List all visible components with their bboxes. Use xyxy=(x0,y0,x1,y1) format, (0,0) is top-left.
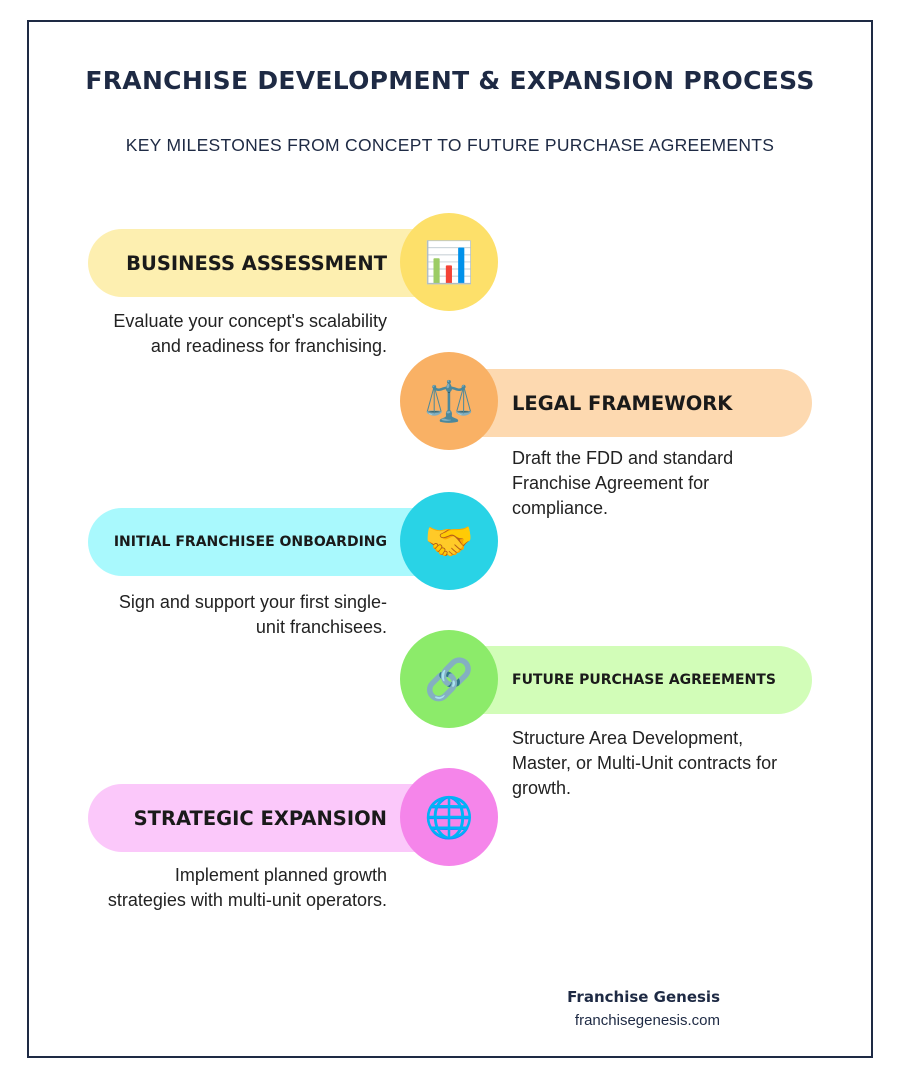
bar-chart-icon: 📊 xyxy=(400,213,498,311)
step-pill-legal-framework: LEGAL FRAMEWORK xyxy=(450,369,812,437)
step-description: Implement planned growth strategies with… xyxy=(107,865,387,910)
step-description: Draft the FDD and standard Franchise Agr… xyxy=(512,448,734,518)
step-label: LEGAL FRAMEWORK xyxy=(512,391,733,415)
step-pill-initial-franchisee-onboarding: INITIAL FRANCHISEE ONBOARDING xyxy=(88,508,448,576)
handshake-icon: 🤝 xyxy=(400,492,498,590)
step-description: Evaluate your concept's scalability and … xyxy=(113,311,387,356)
page-subtitle: KEY MILESTONES FROM CONCEPT TO FUTURE PU… xyxy=(125,135,775,155)
step-label: FUTURE PURCHASE AGREEMENTS xyxy=(512,672,776,688)
page-title: FRANCHISE DEVELOPMENT & EXPANSION PROCES… xyxy=(85,66,815,95)
step-pill-strategic-expansion: STRATEGIC EXPANSION xyxy=(88,784,448,852)
step-label: BUSINESS ASSESSMENT xyxy=(126,251,387,275)
step-label: INITIAL FRANCHISEE ONBOARDING xyxy=(113,534,387,550)
footer-brand: Franchise Genesis xyxy=(567,988,720,1006)
step-pill-business-assessment: BUSINESS ASSESSMENT xyxy=(88,229,448,297)
step-description: Sign and support your first single-unit … xyxy=(118,592,387,637)
chain-link-icon: 🔗 xyxy=(400,630,498,728)
step-description: Structure Area Development, Master, or M… xyxy=(512,728,778,798)
balance-scale-icon: ⚖️ xyxy=(400,352,498,450)
globe-icon: 🌐 xyxy=(400,768,498,866)
footer-url: franchisegenesis.com xyxy=(574,1012,720,1029)
frame-border xyxy=(27,20,873,1058)
step-pill-future-purchase-agreements: FUTURE PURCHASE AGREEMENTS xyxy=(450,646,812,714)
step-label: STRATEGIC EXPANSION xyxy=(133,806,387,830)
